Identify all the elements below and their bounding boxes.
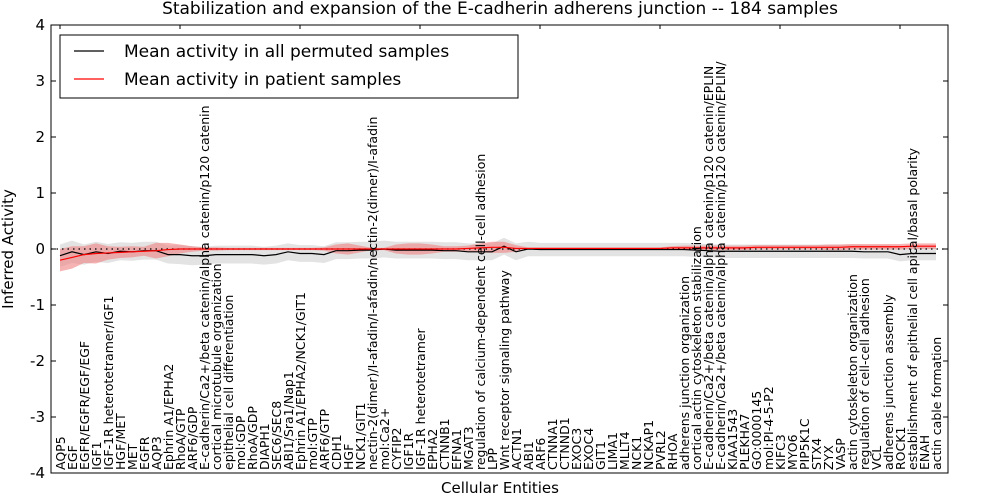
x-tick-label: ROCK1	[893, 427, 908, 470]
x-tick-label: actin cable formation	[929, 337, 944, 470]
x-tick-label: KIFC3	[773, 434, 788, 470]
x-tick-label: IGF1	[89, 441, 104, 470]
x-tick-label: mol:Ca2+	[377, 408, 392, 470]
x-tick-label: PIP5K1C	[797, 418, 812, 470]
x-tick-label: mol:GDP	[233, 415, 248, 470]
x-tick-label: NCK1	[629, 436, 644, 470]
x-tick-label: SEC6/SEC8	[269, 401, 284, 470]
x-tick-label: VASP	[833, 438, 848, 470]
x-tick-label: STX4	[809, 438, 824, 470]
y-tick-label: 0	[35, 240, 45, 258]
x-tick-label: KIAA1543	[725, 409, 740, 470]
x-tick-label: CYFIP2	[389, 427, 404, 470]
x-tick-label: EGFR	[137, 436, 152, 470]
x-tick-label: ARF6/GDP	[185, 406, 200, 470]
x-tick-label: ZYX	[821, 445, 836, 470]
x-tick-label: Wnt receptor signaling pathway	[497, 270, 512, 470]
x-tick-label: RhoA/GDP	[245, 406, 260, 470]
x-tick-label: EPHA2	[425, 429, 440, 470]
x-tick-label: adherens junction organization	[677, 276, 692, 470]
x-tick-label: ACTN1	[509, 428, 524, 470]
x-tick-label: EXOC4	[581, 428, 596, 470]
x-tick-label: CTNND1	[557, 417, 572, 470]
x-tick-label: Ephrin A1/EPHA2	[161, 364, 176, 470]
x-tick-label: CTNNA1	[545, 418, 560, 470]
x-tick-label: LIMA1	[605, 432, 620, 470]
x-tick-label: nectin-2(dimer)/I-afadin/I-afadin/nectin…	[365, 117, 380, 470]
x-tick-label: regulation of cell-cell adhesion	[857, 278, 872, 470]
x-tick-label: HGF	[341, 444, 356, 470]
x-tick-label: regulation of calcium-dependent cell-cel…	[473, 154, 488, 470]
y-tick-label: -4	[30, 464, 45, 482]
x-tick-label: cortical microtubule organization	[209, 263, 224, 470]
x-tick-label: RhoA/GTP	[173, 408, 188, 470]
x-tick-label: E-cadherin/Ca2+/beta catenin/alpha caten…	[701, 66, 716, 470]
x-tick-label: VCL	[869, 446, 884, 470]
x-axis-label: Cellular Entities	[441, 479, 559, 497]
x-tick-label: AQP5	[53, 436, 68, 470]
legend-label-patient: Mean activity in patient samples	[124, 70, 401, 90]
x-tick-label: MYO6	[785, 434, 800, 470]
x-tick-label: Ephrin A1/EPHA2/NCK1/GIT1	[293, 292, 308, 470]
x-tick-label: adherens junction assembly	[881, 294, 896, 470]
x-tick-label: MET	[125, 443, 140, 470]
x-tick-label: CTNNB1	[437, 418, 452, 470]
line-permuted	[59, 245, 936, 257]
x-tick-label: E-cadherin/Ca2+/beta catenin/alpha caten…	[713, 61, 728, 470]
y-tick-label: 2	[35, 128, 45, 146]
legend-label-permuted: Mean activity in all permuted samples	[124, 42, 449, 62]
legend: Mean activity in all permuted samples Me…	[59, 34, 519, 99]
x-tick-label: actin cytoskeleton organization	[845, 274, 860, 470]
x-tick-label: cortical actin cytoskeleton stabilizatio…	[689, 226, 704, 470]
y-tick-label: -3	[30, 408, 45, 426]
y-tick-label: -1	[30, 296, 45, 314]
x-tick-label: DIAPH1	[257, 423, 272, 470]
y-tick-label: 1	[35, 184, 45, 202]
x-tick-label: LPP	[485, 447, 500, 470]
x-tick-label: HGF/MET	[113, 413, 128, 470]
x-tick-label: EGF	[65, 445, 80, 470]
x-tick-label: MGAT3	[461, 426, 476, 470]
x-tick-label: EGFR/EGFR/EGF/EGF	[77, 341, 92, 470]
line-patient	[59, 245, 936, 261]
y-axis-label: Inferred Activity	[0, 189, 17, 309]
x-tick-label: mol:GTP	[305, 418, 320, 470]
x-tick-label: PVRL2	[653, 430, 668, 470]
x-tick-label: CDH1	[329, 434, 344, 470]
x-tick-label: MLLT4	[617, 431, 632, 470]
x-tick-label: epithelial cell differentiation	[221, 295, 236, 470]
x-tick-label: EXOC3	[569, 428, 584, 470]
x-tick-label: ABI1	[521, 441, 536, 470]
x-tick-label: GO:0000145	[749, 391, 764, 470]
x-tick-label: GIT1	[593, 441, 608, 470]
x-tick-label: ARF6	[533, 438, 548, 470]
x-tick-label: mol:PI-4-5-P2	[761, 386, 776, 470]
y-tick-label: 4	[35, 16, 45, 34]
chart-title: Stabilization and expansion of the E-cad…	[162, 0, 838, 19]
x-tick-label: E-cadherin/Ca2+/beta catenin/alpha caten…	[197, 105, 212, 470]
x-tick-label: EFNA1	[449, 429, 464, 470]
x-tick-label: ENAH	[917, 435, 932, 470]
x-tick-label: IGF-1R heterotetramer	[413, 327, 428, 470]
x-tick-label: PLEKHA7	[737, 413, 752, 470]
x-tick-label: NCK1/GIT1	[353, 403, 368, 470]
x-tick-label: ARF6/GTP	[317, 409, 332, 470]
y-tick-label: -2	[30, 352, 45, 370]
x-tick-label: RHOA	[665, 433, 680, 470]
x-tick-label: NCKAP1	[641, 420, 656, 470]
plot-frame	[50, 24, 949, 474]
x-tick-label: ABI1/Sra1/Nap1	[281, 371, 296, 470]
x-tick-label: AQP3	[149, 436, 164, 470]
y-tick-label: 3	[35, 72, 45, 90]
x-tick-label: establishment of epithelial cell apical/…	[905, 147, 920, 470]
x-tick-label: IGF-1R heterotetramer/IGF1	[101, 296, 116, 470]
x-tick-label: IGF1R	[401, 432, 416, 470]
